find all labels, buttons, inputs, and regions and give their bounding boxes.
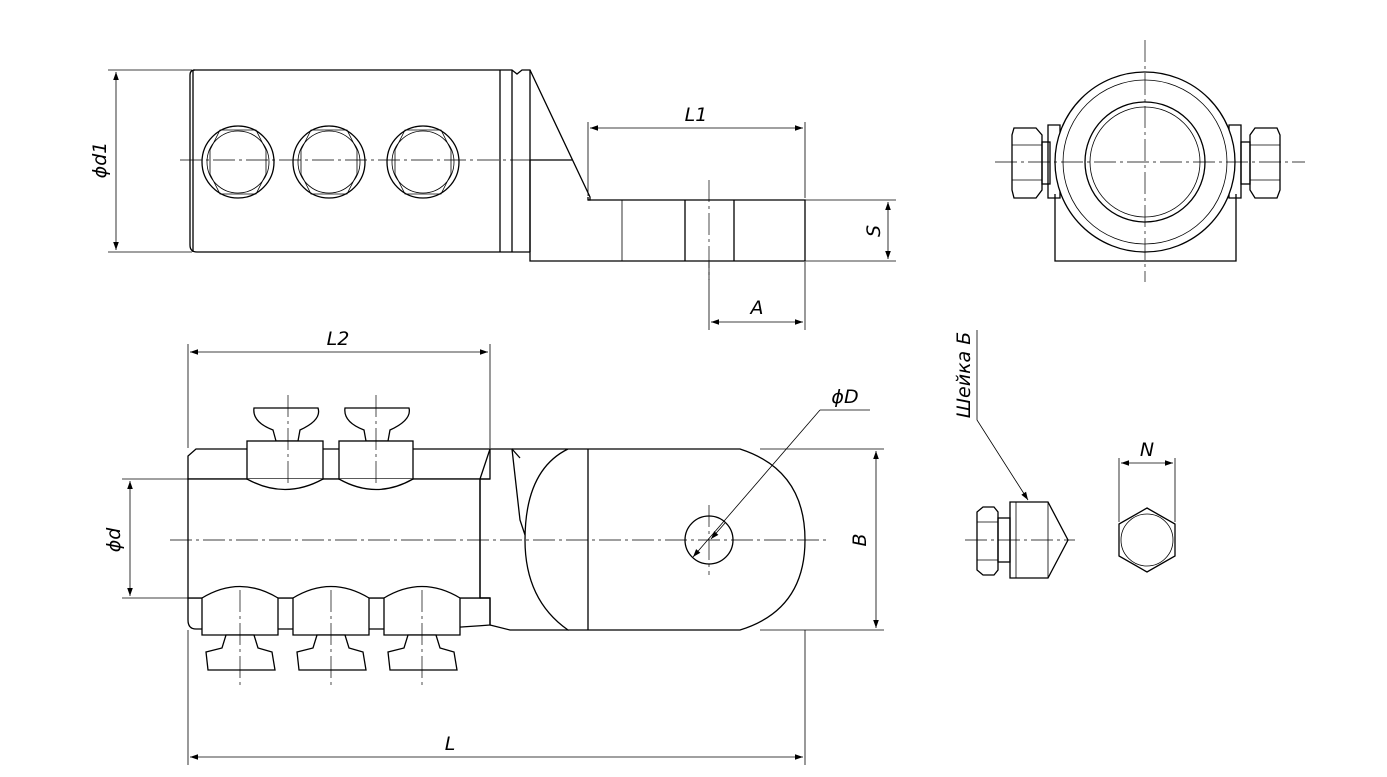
screw-detail: Шейка Б [953,330,1075,579]
label-a: A [749,297,764,319]
dimension-phi-d-hole: ϕD [692,386,870,558]
label-s: S [863,225,885,237]
hex-nut-view: N [1118,439,1176,573]
label-l2: L2 [327,328,350,350]
dimension-a: A [708,262,806,330]
side-nut-right [1240,127,1281,199]
dimension-d1: ϕd1 [89,69,192,253]
dimension-l2: L2 [187,328,491,448]
dimension-d: ϕd [103,478,188,599]
screw-head-1 [201,125,275,199]
label-neck: Шейка Б [953,332,975,419]
dimension-l1: L1 [587,104,806,198]
top-side-view: ϕd1 L1 S A [89,69,896,330]
plan-view: L2 ϕD ϕd B L [103,328,884,765]
label-l1: L1 [685,104,708,126]
label-d: ϕd [103,527,125,553]
screw-head-3 [386,125,460,199]
top-screw-1 [246,407,324,491]
label-phi-D: ϕD [831,386,858,408]
dimension-b: B [760,448,884,631]
label-d1: ϕd1 [89,142,111,179]
screw-head-2 [292,125,366,199]
label-b: B [849,533,871,546]
label-n: N [1140,439,1154,461]
dimension-s: S [805,199,896,262]
dimension-l: L [187,630,806,765]
end-view [995,40,1305,282]
side-nut-left [1011,127,1051,199]
label-l: L [445,733,456,755]
